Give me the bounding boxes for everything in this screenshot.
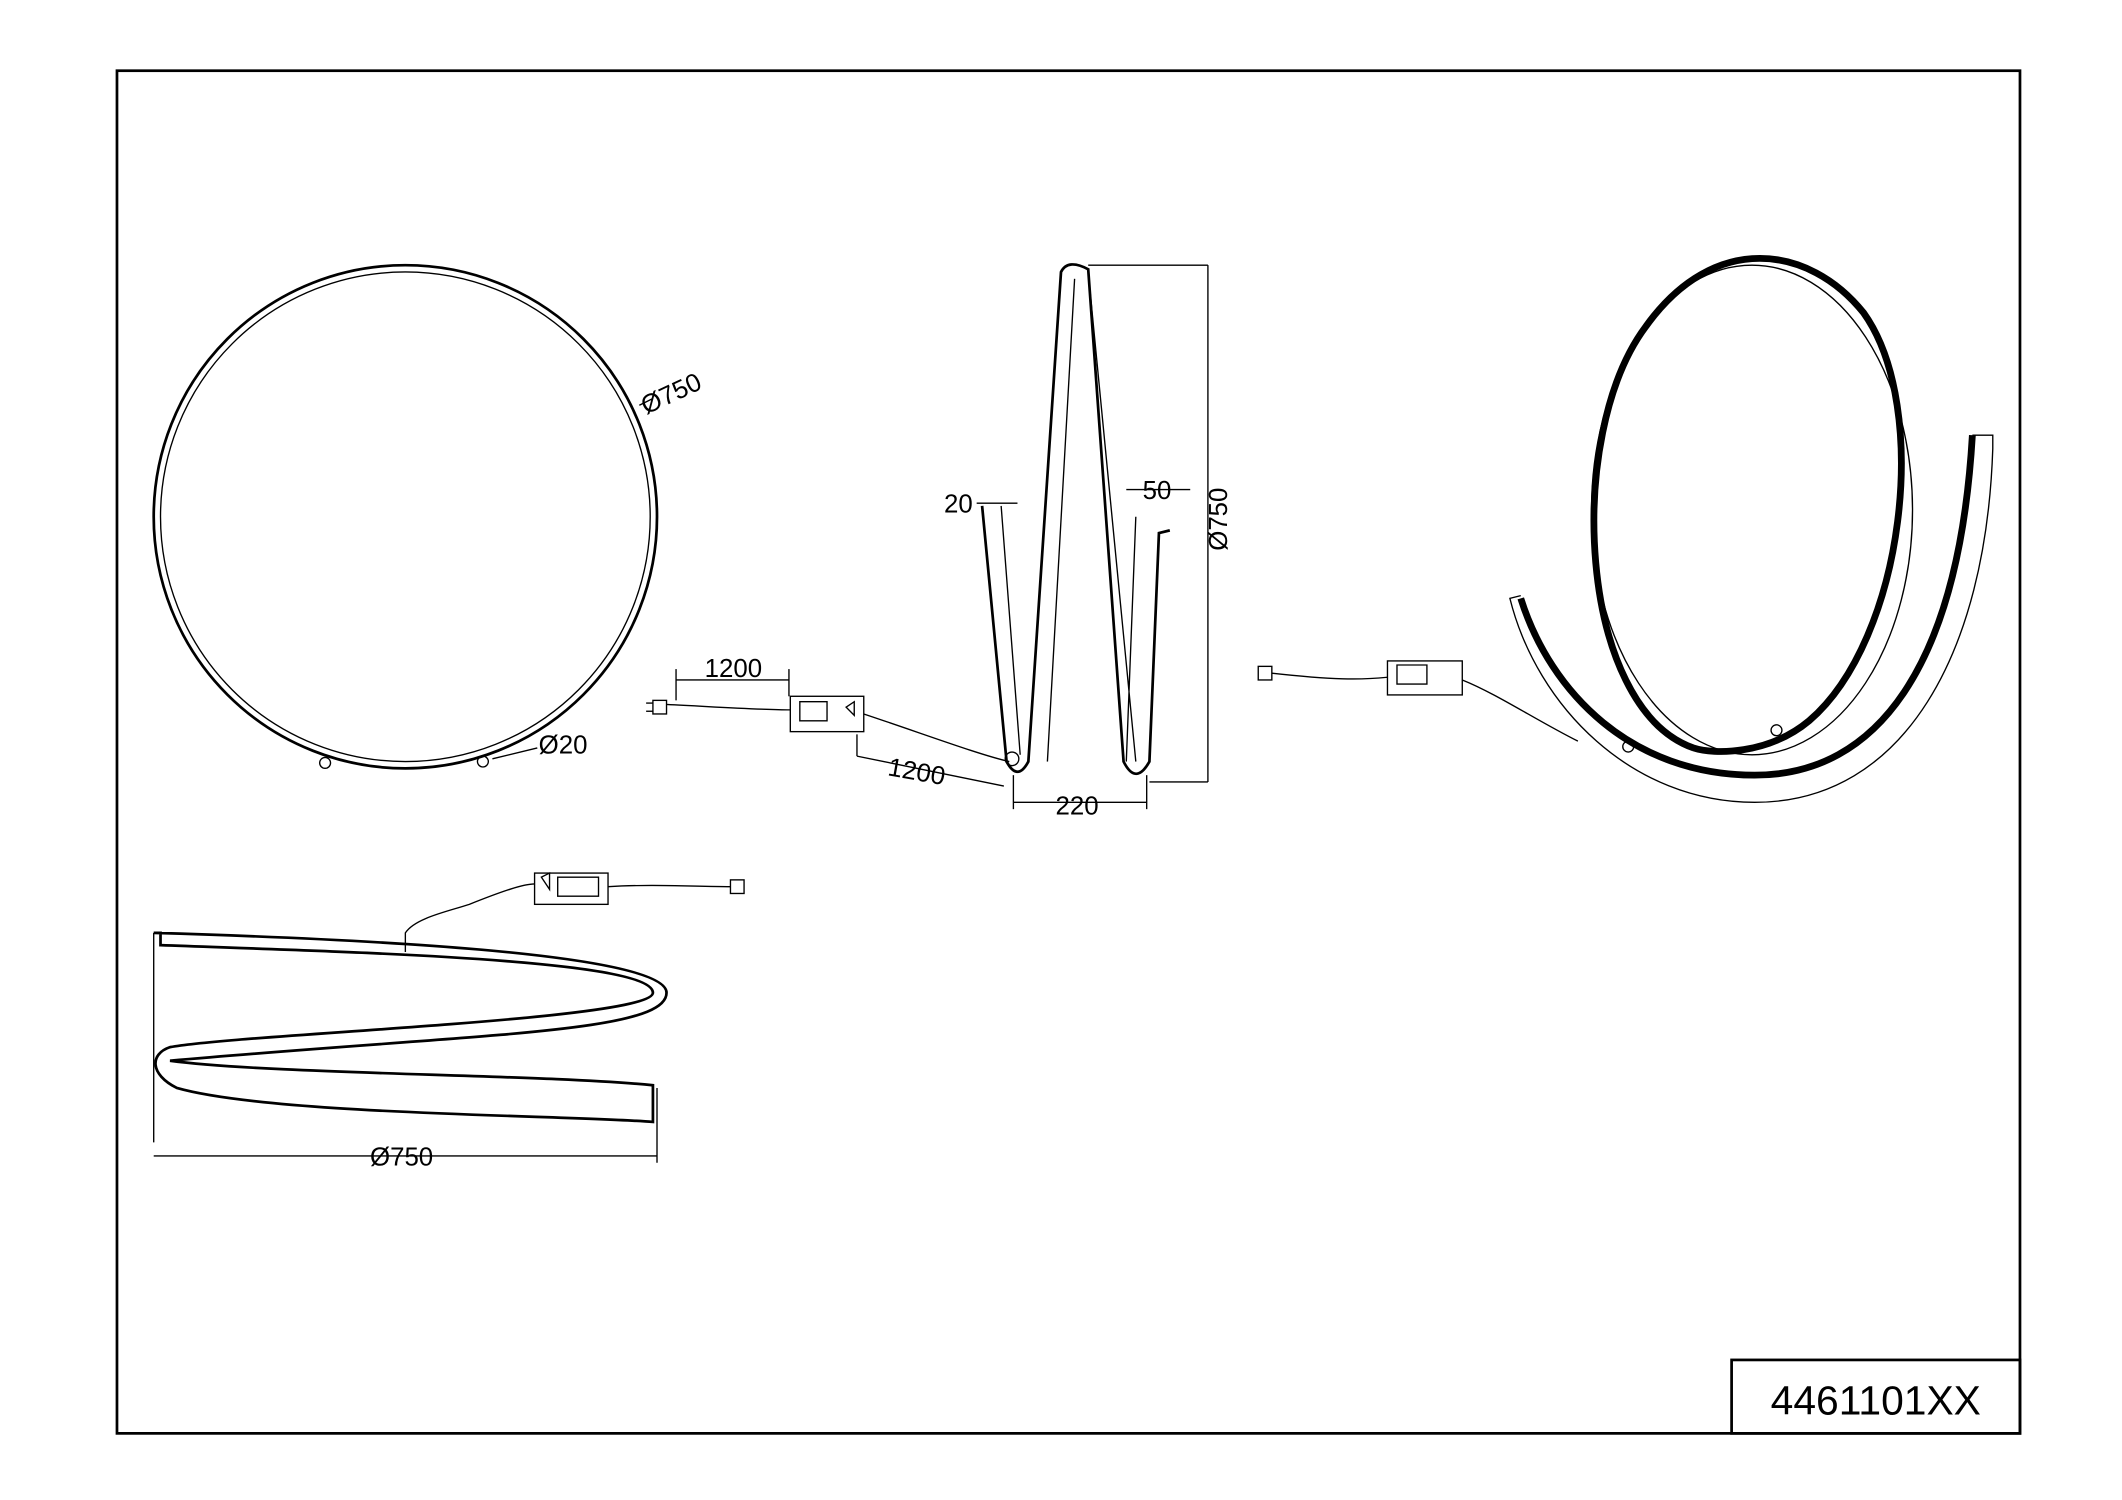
foot-diameter-label: Ø20 [539,731,588,759]
title-block: 4461101XX [1730,1358,2022,1435]
strip-width-label: 50 [1143,477,1172,505]
strip-thickness-label: 20 [944,491,973,519]
driver-box-3 [533,872,609,906]
front-view: Ø750 Ø20 [152,263,706,770]
drawing-frame [115,69,2022,1435]
foot-left [318,756,332,770]
cable-lamp-length-label: 1200 [886,753,947,791]
perspective-view [1257,254,1994,804]
front-diameter-label: Ø750 [637,368,706,420]
top-view: Ø750 [153,871,745,1171]
driver-box-2 [1386,660,1463,696]
part-number: 4461101XX [1771,1377,1981,1423]
side-view: Ø750 20 50 220 1200 1200 [646,263,1233,821]
base-width-label: 220 [1056,793,1099,821]
plug-icon [652,699,668,715]
top-diameter-label: Ø750 [370,1143,433,1171]
driver-box [789,695,865,733]
foot-right [476,755,490,768]
height-label: Ø750 [1205,488,1233,551]
cable-plug-length-label: 1200 [705,655,762,683]
